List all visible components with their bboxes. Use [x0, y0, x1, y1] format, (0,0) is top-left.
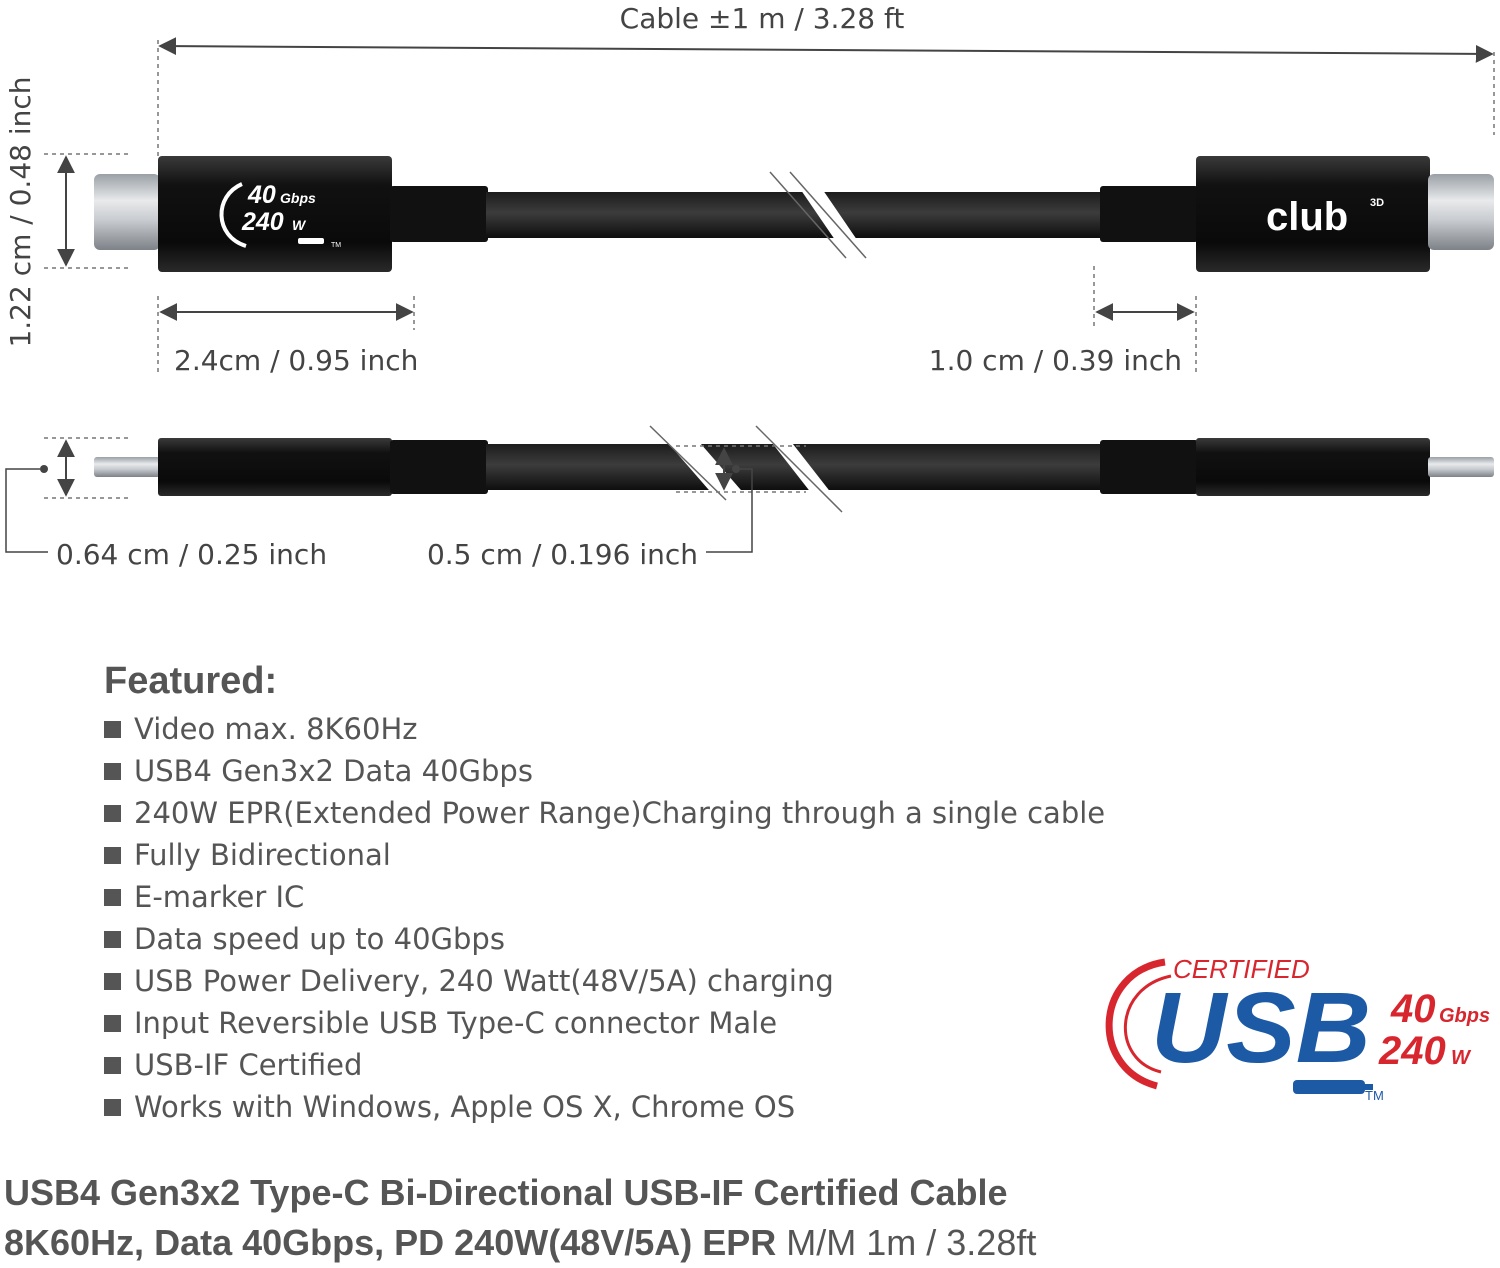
svg-text:TM: TM — [1365, 1088, 1384, 1103]
bullet-square-icon — [104, 805, 121, 822]
right-usbc-tip — [1428, 174, 1494, 250]
feature-item: USB4 Gen3x2 Data 40Gbps — [104, 750, 1105, 792]
certified-usb-logo: CERTIFIED USB TM 40 Gbps 240 W — [1105, 954, 1490, 1103]
cable-top-view: Cable ±1 m / 3.28 ft 40 Gbps 240 W TM — [4, 2, 1495, 377]
svg-text:W: W — [292, 217, 307, 233]
club3d-logo: club 3D — [1266, 195, 1384, 239]
bullet-square-icon — [104, 1099, 121, 1116]
product-title-line2-bold: 8K60Hz, Data 40Gbps, PD 240W(48V/5A) EPR — [4, 1222, 777, 1263]
svg-text:Gbps: Gbps — [280, 190, 316, 206]
certified-text: CERTIFIED — [1173, 954, 1310, 984]
cable-length-arrow — [158, 37, 1494, 63]
bullet-square-icon — [104, 847, 121, 864]
feature-item: Input Reversible USB Type-C connector Ma… — [104, 1002, 1105, 1044]
feature-item: USB Power Delivery, 240 Watt(48V/5A) cha… — [104, 960, 1105, 1002]
features-list: Video max. 8K60Hz USB4 Gen3x2 Data 40Gbp… — [104, 708, 1105, 1128]
product-title: USB4 Gen3x2 Type-C Bi-Directional USB-IF… — [4, 1168, 1036, 1268]
bullet-square-icon — [104, 889, 121, 906]
left-usbc-tip — [94, 174, 160, 250]
svg-text:TM: TM — [331, 242, 341, 249]
feature-item: 240W EPR(Extended Power Range)Charging t… — [104, 792, 1105, 834]
svg-text:Gbps: Gbps — [1439, 1005, 1490, 1027]
sleeve-length-label: 1.0 cm / 0.39 inch — [929, 344, 1182, 377]
cable-side-view: 0.64 cm / 0.25 inch 0.5 cm / 0.196 inch — [5, 425, 1494, 571]
product-title-line2-light: M/M 1m / 3.28ft — [776, 1222, 1037, 1263]
cable-length-label: Cable ±1 m / 3.28 ft — [620, 2, 905, 35]
left-connector-housing — [158, 156, 392, 272]
bullet-square-icon — [104, 1015, 121, 1032]
usb-text: USB — [1151, 972, 1371, 1084]
bullet-square-icon — [104, 721, 121, 738]
bullet-square-icon — [104, 763, 121, 780]
connector-height-label: 1.22 cm / 0.48 inch — [4, 76, 37, 347]
connector-length-label: 2.4cm / 0.95 inch — [174, 344, 418, 377]
svg-text:W: W — [1451, 1047, 1472, 1069]
features-heading: Featured: — [104, 660, 278, 702]
svg-text:240: 240 — [241, 208, 284, 236]
right-connector-housing — [1196, 156, 1430, 272]
left-strain-relief — [390, 186, 488, 242]
svg-text:3D: 3D — [1370, 197, 1384, 209]
feature-item: Video max. 8K60Hz — [104, 708, 1105, 750]
right-strain-relief — [1100, 186, 1198, 242]
feature-item: Works with Windows, Apple OS X, Chrome O… — [104, 1086, 1105, 1128]
cable-diameter-label: 0.5 cm / 0.196 inch — [427, 538, 698, 571]
bullet-square-icon — [104, 931, 121, 948]
bullet-square-icon — [104, 973, 121, 990]
feature-item: USB-IF Certified — [104, 1044, 1105, 1086]
feature-item: E-marker IC — [104, 876, 1105, 918]
product-title-line1: USB4 Gen3x2 Type-C Bi-Directional USB-IF… — [4, 1172, 1008, 1213]
usb-power-text: 240 — [1378, 1029, 1446, 1073]
connector-thickness-label: 0.64 cm / 0.25 inch — [56, 538, 327, 571]
svg-text:40: 40 — [247, 181, 276, 209]
cable-dimension-diagram: Cable ±1 m / 3.28 ft 40 Gbps 240 W TM — [4, 2, 1495, 571]
usb-speed-text: 40 — [1390, 987, 1436, 1031]
svg-text:club: club — [1266, 195, 1348, 239]
feature-item: Data speed up to 40Gbps — [104, 918, 1105, 960]
feature-item: Fully Bidirectional — [104, 834, 1105, 876]
bullet-square-icon — [104, 1057, 121, 1074]
left-connector-badge: 40 Gbps 240 W TM — [219, 181, 341, 249]
